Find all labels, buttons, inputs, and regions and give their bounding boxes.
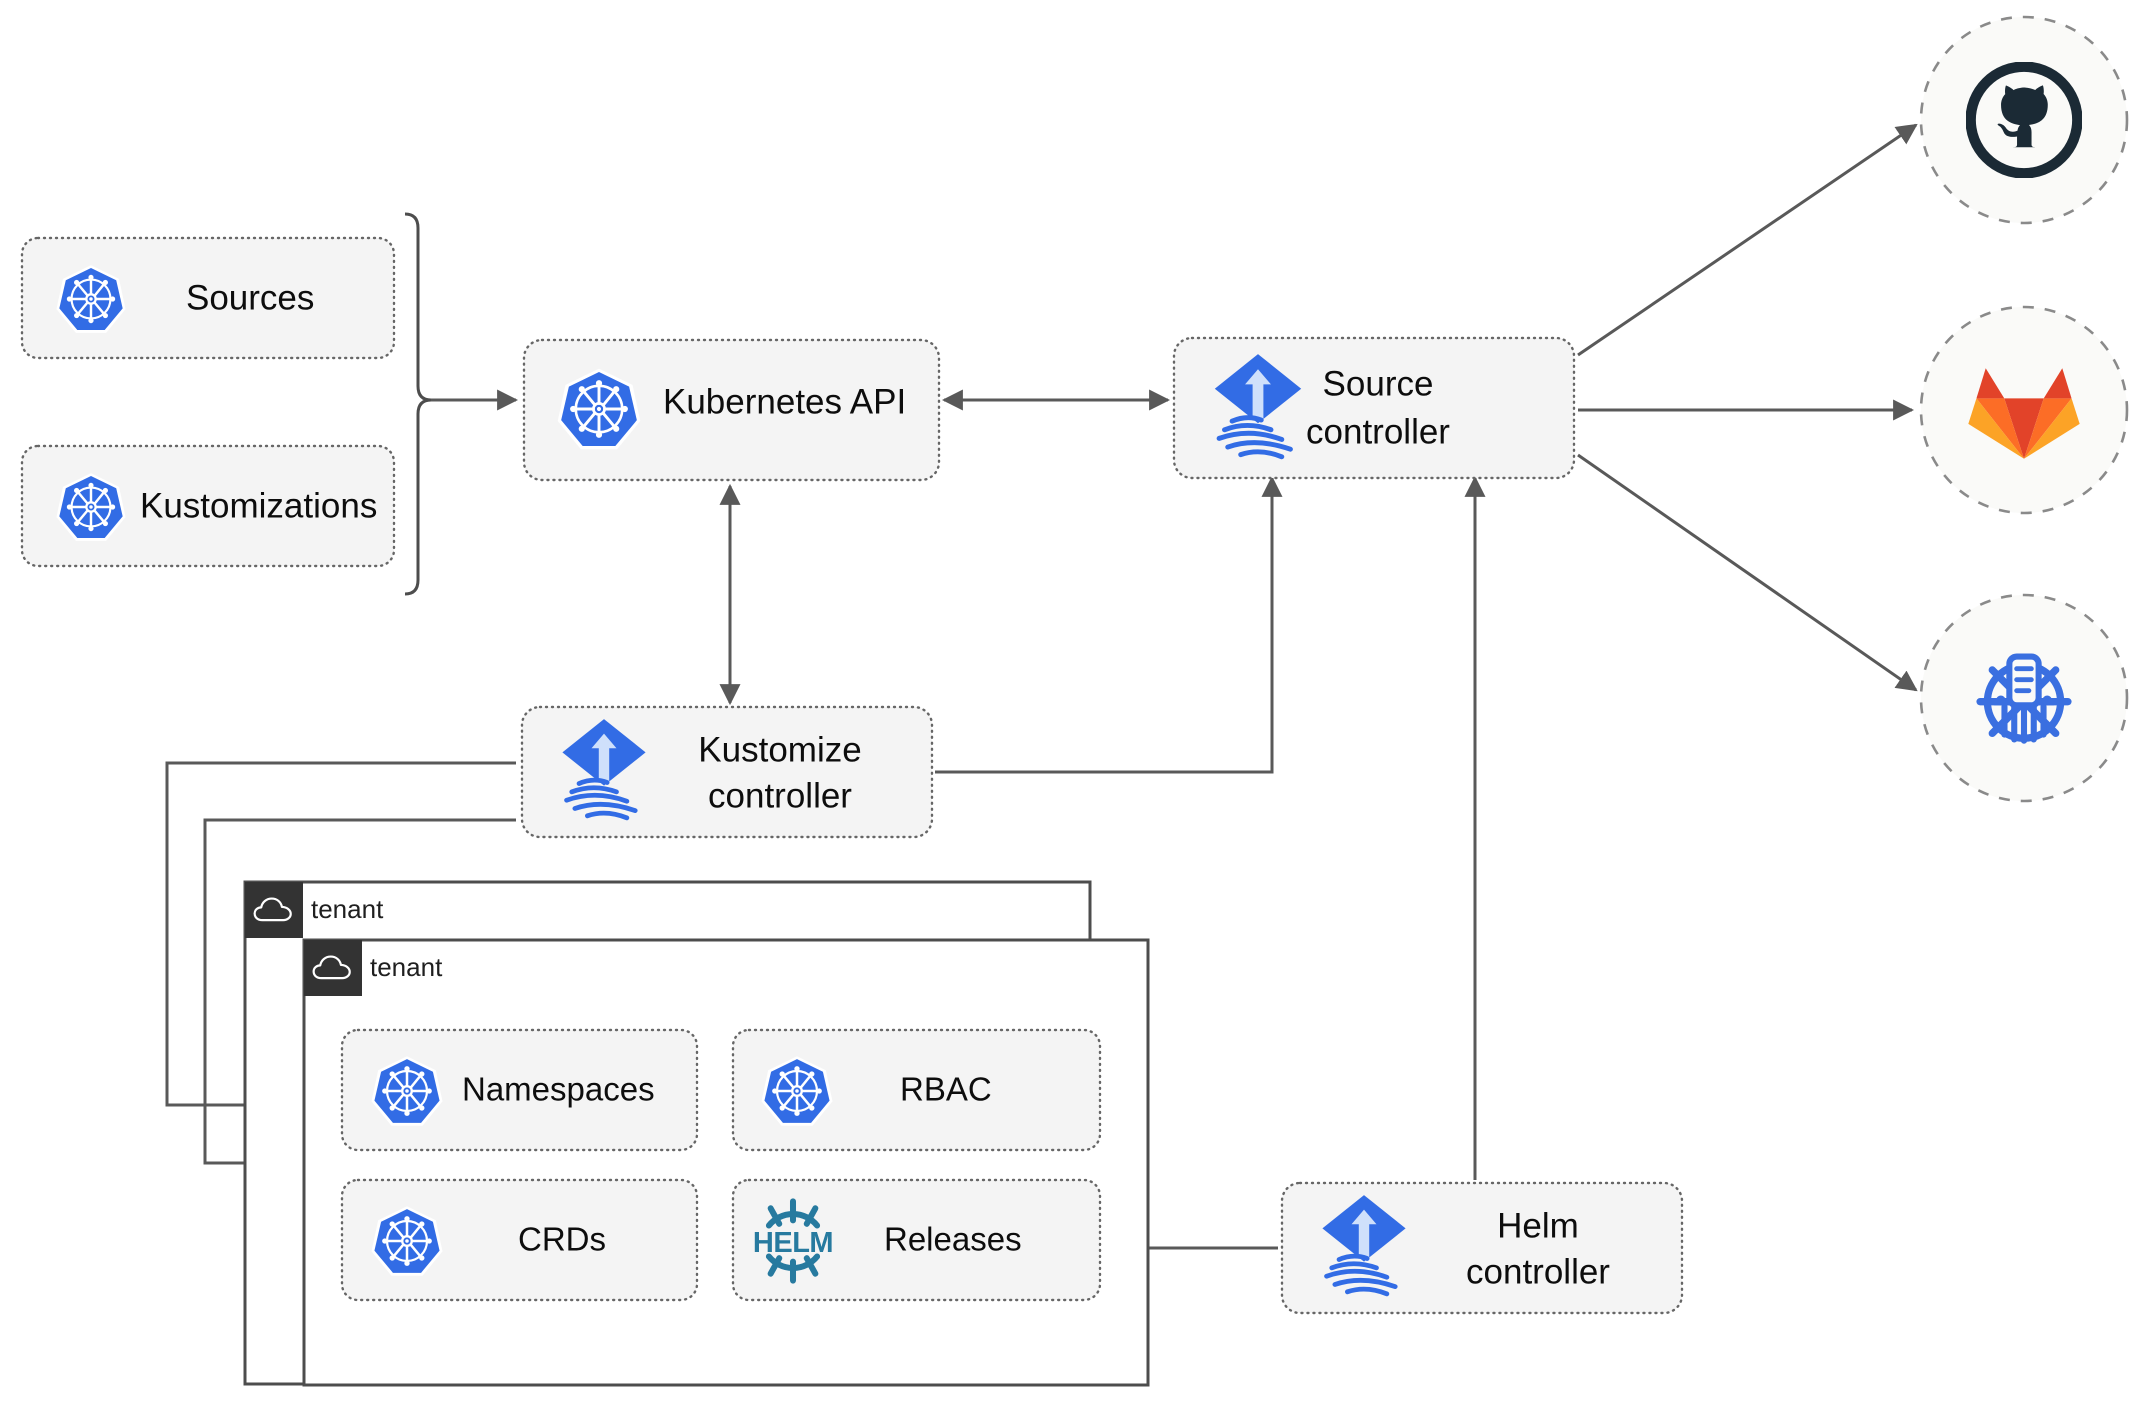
node-kustomize-controller-label-line1: Kustomize xyxy=(698,730,861,769)
node-releases-label: Releases xyxy=(884,1221,1022,1258)
node-crds[interactable]: CRDs xyxy=(340,1178,699,1302)
node-rbac[interactable]: RBAC xyxy=(731,1028,1102,1152)
connector-source-controller-helm-repository xyxy=(1577,453,1918,692)
helm-wordmark: HELM xyxy=(753,1227,833,1259)
resources-brace xyxy=(404,212,432,596)
node-source-controller-label-line1: Source xyxy=(1323,364,1434,403)
node-kustomize-controller[interactable]: Kustomize controller xyxy=(520,705,934,839)
node-kustomizations[interactable]: Kustomizations xyxy=(20,444,396,568)
node-releases[interactable]: HELM Releases xyxy=(731,1178,1102,1302)
node-kubernetes-api-label: Kubernetes API xyxy=(663,382,906,421)
node-kustomize-controller-label-line2: controller xyxy=(708,776,852,815)
connector-kustomize-controller-source-controller xyxy=(935,475,1283,774)
tenant-outer-label: tenant xyxy=(311,894,384,924)
node-gitlab[interactable] xyxy=(1919,305,2129,515)
node-github[interactable] xyxy=(1919,15,2129,225)
tenant-inner-label: tenant xyxy=(370,952,443,982)
node-sources-label: Sources xyxy=(186,278,314,317)
node-sources[interactable]: Sources xyxy=(20,236,396,360)
node-source-controller[interactable]: Source controller xyxy=(1172,336,1576,480)
connector-source-controller-github xyxy=(1577,123,1918,357)
node-helm-repository[interactable] xyxy=(1919,593,2129,803)
node-helm-controller-label-line1: Helm xyxy=(1497,1206,1579,1245)
node-rbac-label: RBAC xyxy=(900,1071,992,1108)
node-kubernetes-api[interactable]: Kubernetes API xyxy=(522,338,941,482)
tenant-inner-tab xyxy=(304,940,362,996)
node-helm-controller[interactable]: Helm controller xyxy=(1280,1181,1684,1315)
node-crds-label: CRDs xyxy=(518,1221,606,1258)
node-namespaces-label: Namespaces xyxy=(462,1071,655,1108)
node-namespaces[interactable]: Namespaces xyxy=(340,1028,699,1152)
tenant-outer-tab xyxy=(245,882,303,938)
tenant-inner[interactable]: tenant xyxy=(302,938,1150,1387)
node-source-controller-label-line2: controller xyxy=(1306,412,1450,451)
connector-kustomize-controller-tenant-outer xyxy=(165,761,516,1116)
helm-repository-icon xyxy=(1980,657,2068,741)
node-kustomizations-label: Kustomizations xyxy=(140,486,377,525)
node-helm-controller-label-line2: controller xyxy=(1466,1252,1610,1291)
